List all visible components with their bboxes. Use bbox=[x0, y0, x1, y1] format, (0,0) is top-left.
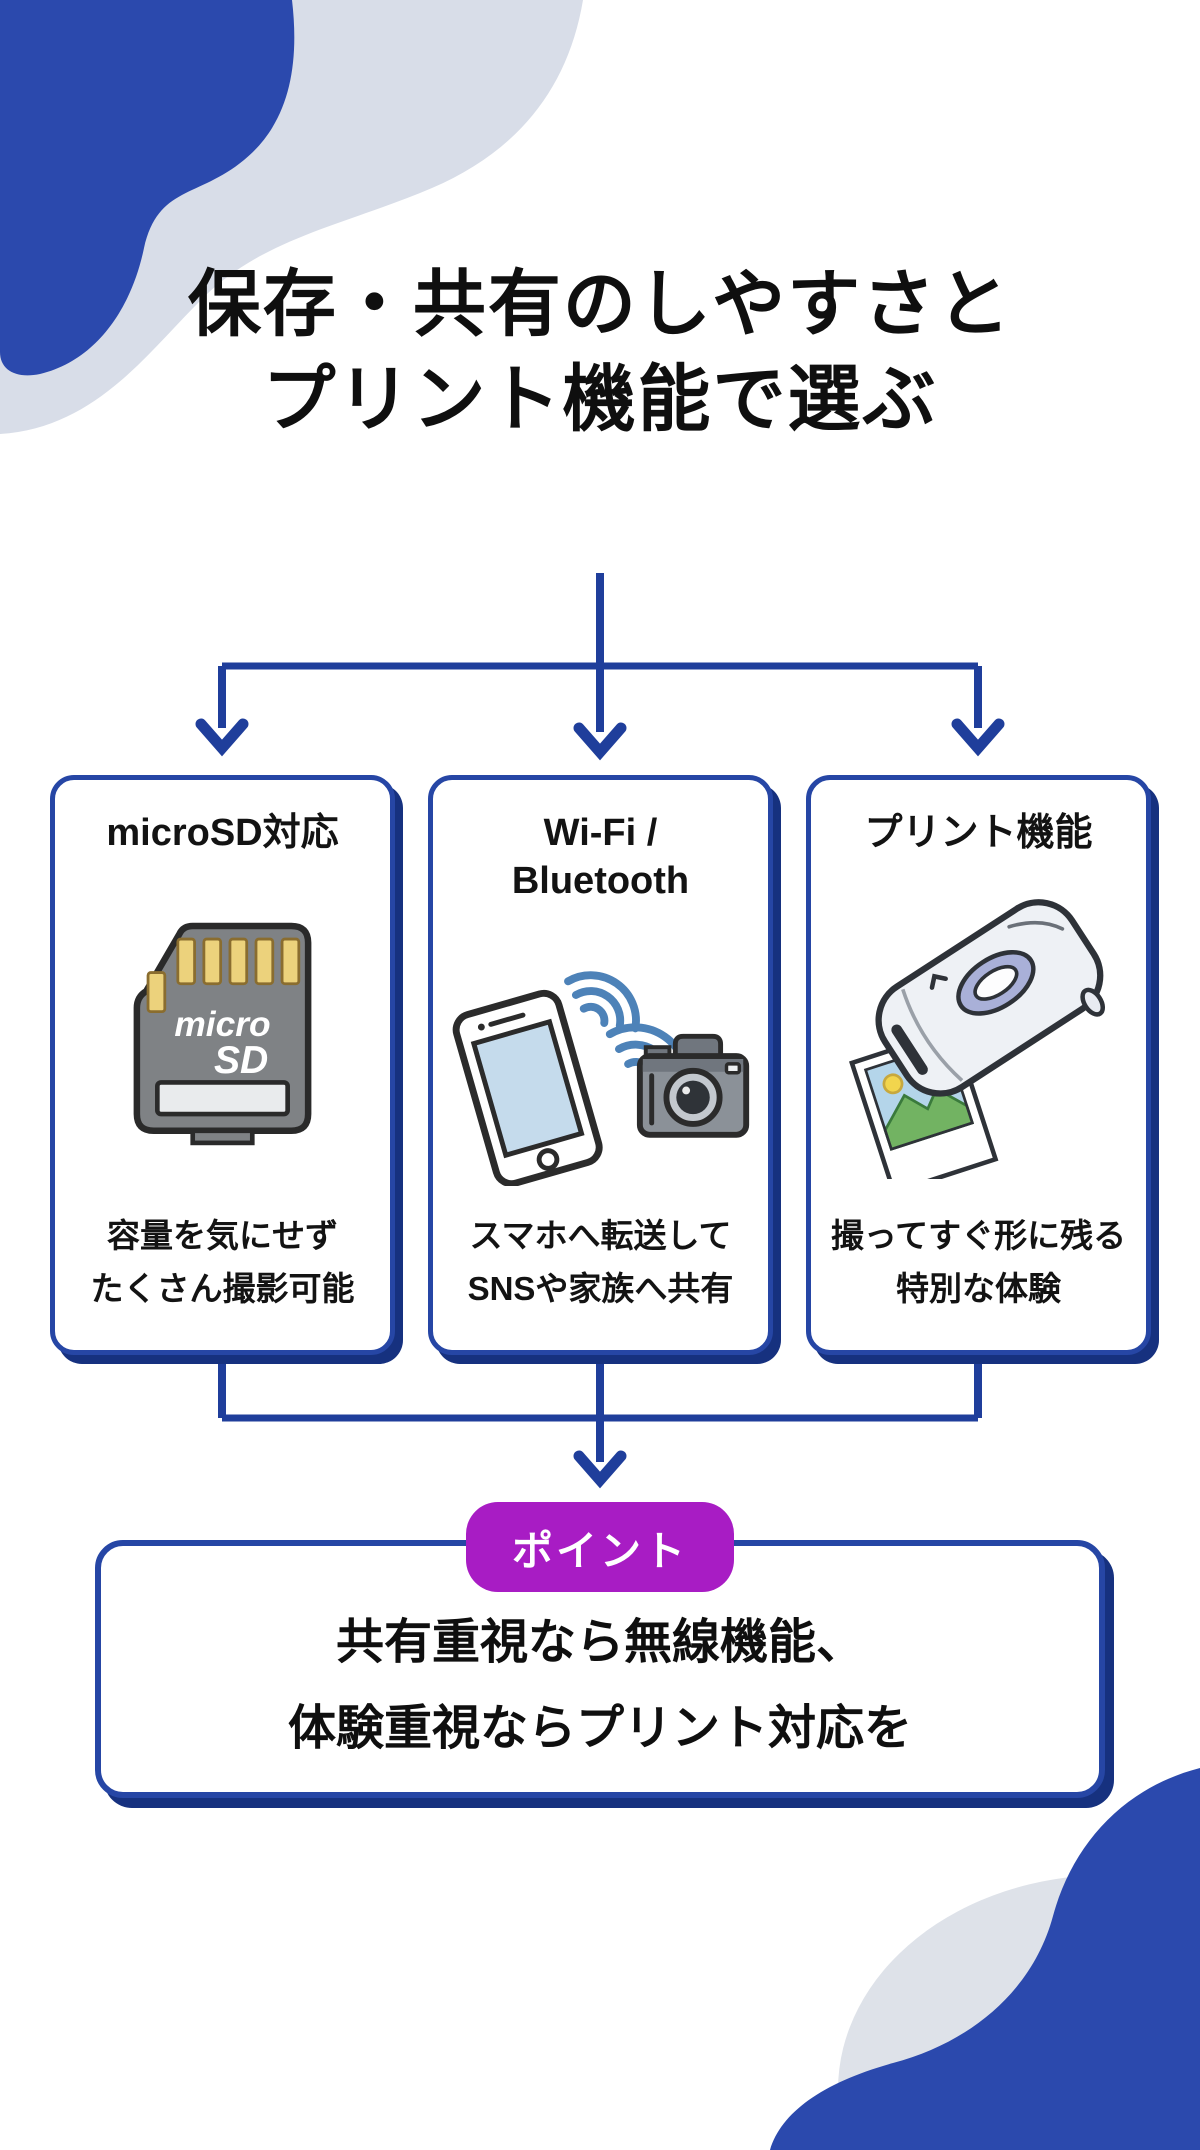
bottom-right-gray-blob bbox=[838, 1875, 1200, 2150]
point-summary-line2: 体験重視ならプリント対応を bbox=[287, 1702, 912, 1755]
card-header: microSD対応 bbox=[106, 812, 339, 854]
card-caption: 撮ってすぐ形に残る 特別な体験 bbox=[830, 1217, 1127, 1308]
arrowhead-right bbox=[951, 718, 1005, 757]
instant-photo-printer-icon bbox=[834, 858, 1124, 1211]
card-header: プリント機能 bbox=[864, 812, 1093, 854]
printer-body bbox=[874, 899, 1105, 1097]
point-badge: ポイント bbox=[466, 1502, 734, 1592]
sd-label-sd: SD bbox=[214, 1039, 268, 1082]
arrowhead-middle bbox=[573, 722, 627, 761]
bottom-right-blue-blob bbox=[770, 1768, 1200, 2150]
sd-label-micro: micro bbox=[174, 1005, 270, 1044]
camera-icon bbox=[636, 1033, 750, 1138]
microsd-card-icon: micro SD bbox=[120, 858, 325, 1211]
smartphone-icon bbox=[452, 989, 603, 1186]
option-card-wireless: Wi-Fi / Bluetooth bbox=[428, 775, 773, 1355]
page-title: 保存・共有のしやすさと プリント機能で選ぶ bbox=[0, 258, 1200, 448]
card-header: Wi-Fi / Bluetooth bbox=[511, 812, 690, 902]
sd-pins bbox=[146, 937, 301, 1014]
bottom-merge-connector bbox=[218, 1352, 982, 1489]
option-card-microsd: microSD対応 micro SD 容量を気にせず たくさん撮 bbox=[50, 775, 395, 1355]
arrowhead-point bbox=[573, 1450, 627, 1489]
page-title-line2: プリント機能で選ぶ bbox=[262, 358, 938, 440]
card-caption: スマホへ転送して SNSや家族へ共有 bbox=[467, 1217, 734, 1308]
point-summary-line1: 共有重視なら無線機能、 bbox=[335, 1615, 864, 1669]
top-branch-connector bbox=[195, 573, 1005, 761]
page-title-line1: 保存・共有のしやすさと bbox=[187, 264, 1013, 345]
smartphone-wireless-camera-icon bbox=[443, 905, 758, 1210]
arrowhead-left bbox=[195, 718, 249, 757]
card-caption: 容量を気にせず たくさん撮影可能 bbox=[90, 1217, 355, 1308]
option-card-print: プリント機能 bbox=[806, 775, 1151, 1355]
